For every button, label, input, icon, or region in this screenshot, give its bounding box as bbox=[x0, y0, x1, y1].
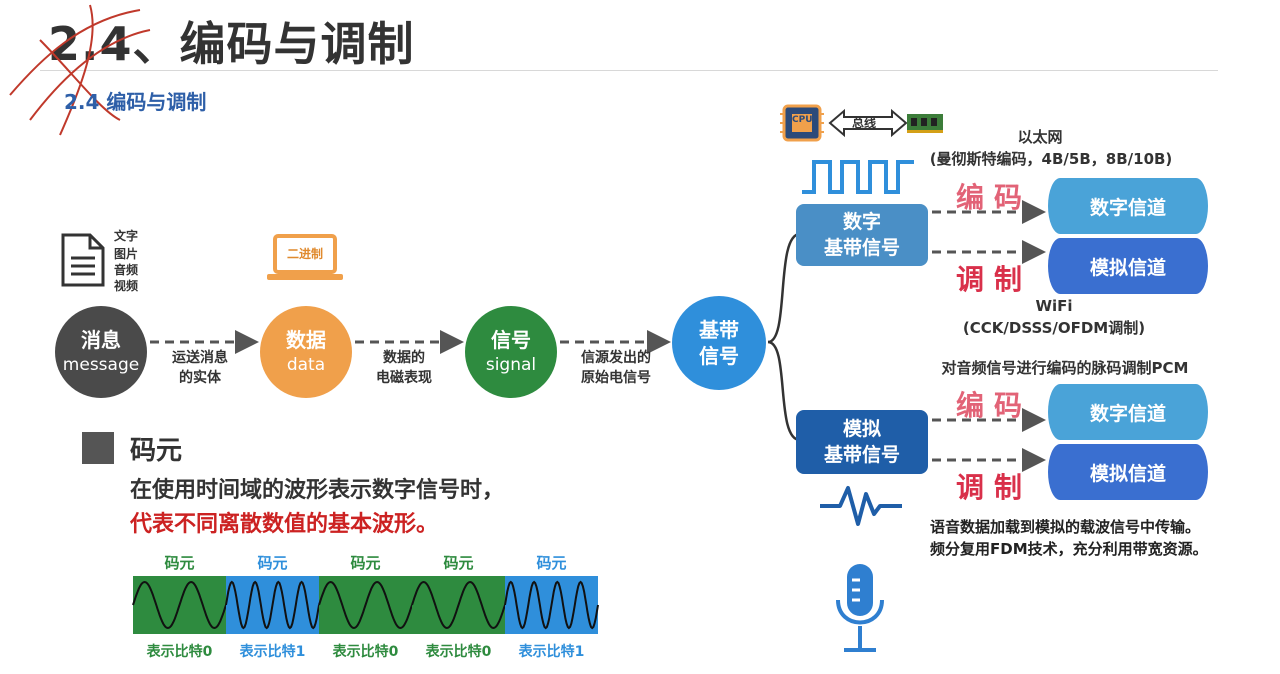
bus-double-arrow bbox=[828, 108, 908, 138]
analog-box-line2: 基带信号 bbox=[823, 444, 900, 466]
arrow3-label-2: 原始电信号 bbox=[581, 370, 651, 386]
media-text: 文字 bbox=[114, 229, 139, 243]
analog-channel-label-1: 模拟信道 bbox=[1089, 256, 1166, 279]
baseband-circle: 基带 信号 bbox=[672, 296, 766, 390]
baseband-line1: 基带 bbox=[699, 318, 739, 342]
slide-subtitle: 2.4 编码与调制 bbox=[64, 90, 207, 114]
ethernet-encodings: (曼彻斯特编码，4B/5B，8B/10B) bbox=[929, 150, 1173, 168]
media-image: 图片 bbox=[114, 247, 139, 261]
cpu-label: CPU bbox=[792, 115, 813, 125]
signal-english: signal bbox=[485, 355, 537, 375]
data-circle: 数据 data bbox=[260, 306, 352, 398]
analog-encode-label: 编码 bbox=[956, 389, 1033, 422]
symbol-definition-line2: 代表不同离散数值的基本波形。 bbox=[130, 512, 439, 537]
symbol-wave-1 bbox=[132, 580, 227, 630]
square-wave-icon bbox=[802, 160, 914, 194]
baseband-line2: 信号 bbox=[699, 344, 739, 368]
laptop-icon bbox=[267, 234, 343, 280]
analog-box-line1: 模拟 bbox=[842, 418, 881, 440]
section-bullet-square bbox=[82, 432, 114, 464]
binary-label: 二进制 bbox=[286, 247, 323, 261]
symbol-top-label-5: 码元 bbox=[536, 554, 566, 572]
data-title: 数据 bbox=[286, 328, 326, 352]
symbol-top-label-2: 码元 bbox=[257, 554, 287, 572]
digital-encode-label: 编码 bbox=[956, 181, 1033, 214]
fdm-note-line1: 语音数据加载到模拟的载波信号中传输。 bbox=[930, 518, 1201, 536]
ethernet-label: 以太网 bbox=[1017, 128, 1063, 146]
memory-icon bbox=[907, 114, 943, 133]
symbol-heading: 码元 bbox=[130, 436, 183, 466]
symbol-bottom-label-4: 表示比特0 bbox=[425, 643, 492, 660]
signal-circle: 信号 signal bbox=[465, 306, 557, 398]
title-divider bbox=[40, 70, 1218, 71]
wifi-modulations: (CCK/DSSS/OFDM调制) bbox=[962, 319, 1146, 337]
digital-channel-label-2: 数字信道 bbox=[1089, 402, 1166, 425]
symbol-bottom-label-2: 表示比特1 bbox=[239, 643, 306, 660]
symbol-wave-4 bbox=[411, 580, 506, 630]
digital-channel-cylinder-1: 数字信道 bbox=[1048, 178, 1208, 234]
analog-baseband-box: 模拟 基带信号 bbox=[796, 410, 928, 474]
signal-title: 信号 bbox=[491, 328, 531, 352]
analog-modulate-label: 调制 bbox=[956, 471, 1033, 504]
analog-channel-label-2: 模拟信道 bbox=[1089, 462, 1166, 485]
pcm-note: 对音频信号进行编码的脉码调制PCM bbox=[941, 359, 1189, 377]
symbol-bottom-label-3: 表示比特0 bbox=[332, 643, 399, 660]
analog-channel-cylinder-2: 模拟信道 bbox=[1048, 444, 1208, 500]
media-video: 视频 bbox=[114, 279, 139, 293]
symbol-top-label-1: 码元 bbox=[164, 554, 194, 572]
arrow2-label-2: 电磁表现 bbox=[376, 370, 432, 386]
symbol-wave-5 bbox=[504, 580, 599, 630]
page-title: 2.4、编码与调制 bbox=[48, 17, 415, 71]
arrow1-label-2: 的实体 bbox=[179, 370, 221, 386]
digital-box-line2: 基带信号 bbox=[823, 237, 900, 259]
fdm-note-line2: 频分复用FDM技术，充分利用带宽资源。 bbox=[930, 540, 1208, 558]
cpu-icon bbox=[780, 104, 824, 142]
symbol-top-label-3: 码元 bbox=[350, 554, 380, 572]
arrow2-label-1: 数据的 bbox=[383, 350, 425, 366]
symbol-bottom-label-1: 表示比特0 bbox=[146, 643, 213, 660]
symbol-wave-2 bbox=[225, 580, 320, 630]
digital-box-line1: 数字 bbox=[842, 211, 881, 233]
analog-channel-cylinder-1: 模拟信道 bbox=[1048, 238, 1208, 294]
digital-channel-label-1: 数字信道 bbox=[1089, 196, 1166, 219]
symbol-definition-line1: 在使用时间域的波形表示数字信号时， bbox=[130, 478, 505, 503]
microphone-icon bbox=[836, 564, 884, 652]
symbol-top-label-4: 码元 bbox=[443, 554, 473, 572]
digital-modulate-label: 调制 bbox=[956, 263, 1033, 296]
bus-label: 总线 bbox=[852, 116, 877, 130]
media-audio: 音频 bbox=[114, 263, 139, 277]
arrow3-label-1: 信源发出的 bbox=[581, 350, 651, 366]
document-icon bbox=[61, 233, 105, 287]
wifi-label: WiFi bbox=[1035, 297, 1073, 315]
symbol-wave-3 bbox=[318, 580, 413, 630]
symbol-bottom-label-5: 表示比特1 bbox=[518, 643, 585, 660]
audio-wave-icon bbox=[820, 486, 902, 526]
message-title: 消息 bbox=[81, 328, 121, 352]
arrow1-label-1: 运送消息 bbox=[172, 350, 228, 366]
message-circle: 消息 message bbox=[55, 306, 147, 398]
message-english: message bbox=[62, 355, 140, 375]
digital-baseband-box: 数字 基带信号 bbox=[796, 204, 928, 266]
handwritten-scribble bbox=[9, 4, 151, 136]
digital-channel-cylinder-2: 数字信道 bbox=[1048, 384, 1208, 440]
data-english: data bbox=[286, 355, 326, 375]
